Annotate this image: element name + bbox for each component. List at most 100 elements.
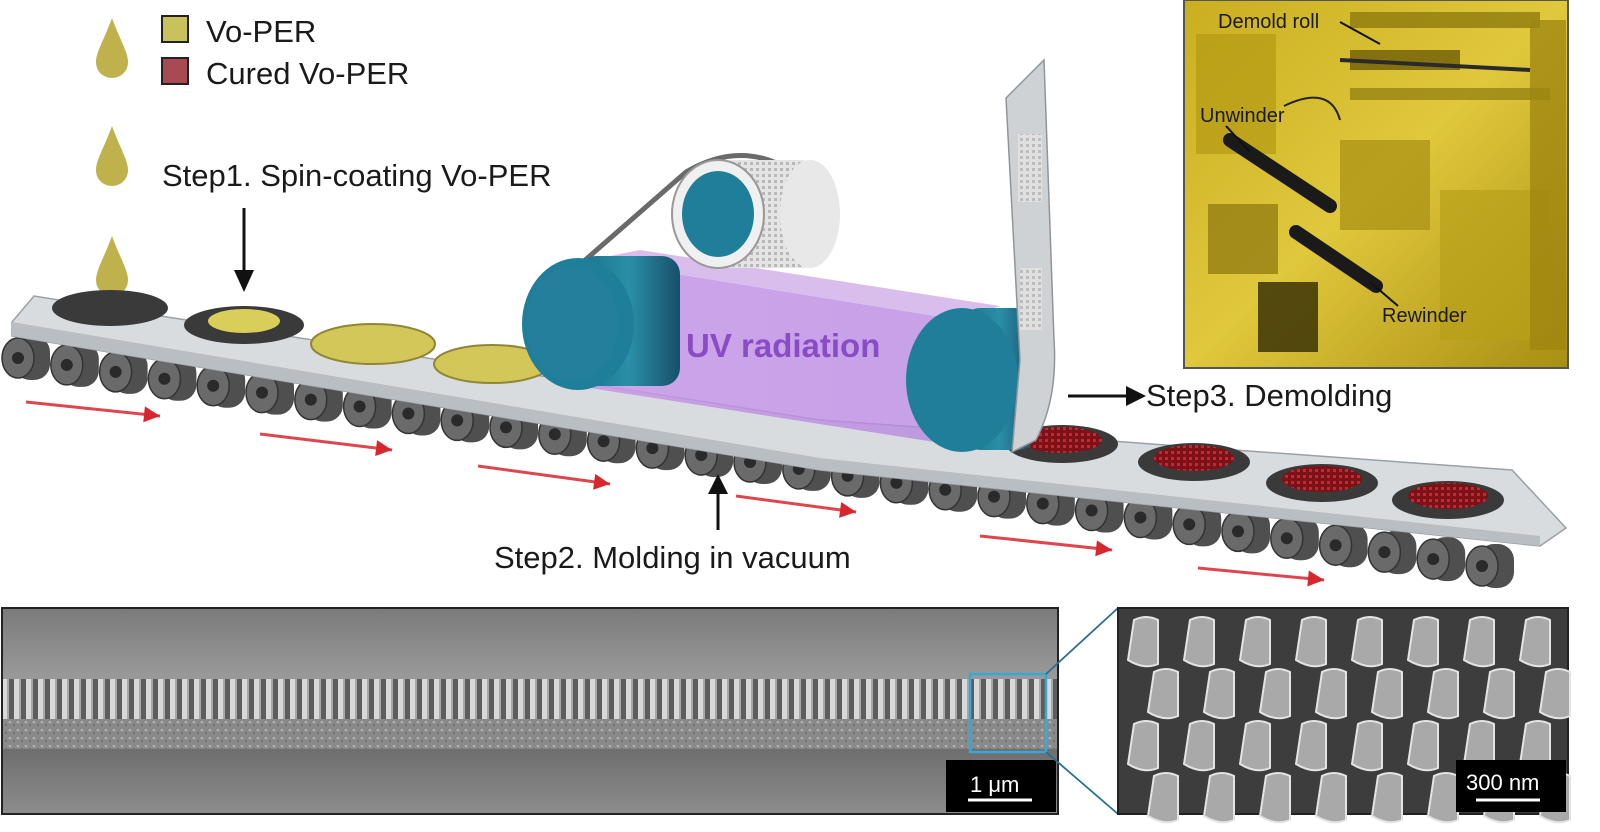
conveyor-roller-hub — [695, 449, 708, 462]
conveyor-roller-hub — [451, 414, 464, 427]
nanopillar — [1350, 616, 1383, 668]
nanopillar — [1146, 668, 1179, 720]
motion-arrows — [25, 400, 1325, 587]
zoom-box — [968, 672, 1048, 754]
left-roller — [522, 256, 680, 390]
cured-pattern — [1022, 427, 1102, 453]
uv-chamber: UV radiation — [590, 250, 1000, 446]
motion-arrowhead-icon — [1095, 540, 1112, 557]
droplet-icon — [96, 126, 128, 186]
scale-bar-right: 300 nm — [1466, 770, 1539, 795]
conveyor-roller-hub — [939, 483, 952, 496]
nanopillar — [1258, 772, 1291, 824]
conveyor-roller-hub — [207, 379, 220, 392]
nanopillar — [1350, 720, 1383, 772]
top-roller — [671, 159, 840, 269]
step2-arrow-icon — [708, 474, 728, 530]
nanopillar — [1482, 668, 1515, 720]
nanopillar — [1294, 720, 1327, 772]
step1-arrow-icon — [234, 208, 254, 292]
nanopillar — [1406, 616, 1439, 668]
resin-droplets — [96, 18, 128, 296]
motion-arrowhead-icon — [375, 440, 392, 457]
nanopillar — [1370, 668, 1403, 720]
demold-film — [1005, 58, 1056, 454]
photo-label-unwinder: Unwinder — [1200, 105, 1285, 127]
wafer-coated — [310, 323, 436, 365]
uv-radiation-label: UV radiation — [686, 327, 880, 364]
nanopillar — [1182, 616, 1215, 668]
nanopillar — [1406, 720, 1439, 772]
step2-label: Step2. Molding in vacuum — [494, 540, 851, 575]
nanopillar — [1518, 616, 1551, 668]
conveyor-roller-hub — [158, 372, 171, 385]
conveyor-roller-hub — [500, 421, 512, 434]
conveyor-roller-hub — [109, 365, 122, 378]
conveyor-roller-hub — [60, 358, 73, 371]
conveyor-roller-hub — [890, 476, 903, 489]
conveyor-roller-hub — [548, 428, 561, 441]
motion-arrowhead-icon — [593, 473, 610, 490]
conveyor-roller-hub — [256, 386, 268, 399]
droplet-icon — [96, 236, 128, 296]
cured-pattern — [1408, 483, 1488, 509]
photo-label-rewinder: Rewinder — [1382, 305, 1467, 327]
motion-arrow-icon — [25, 400, 161, 418]
conveyor-roller-hub — [646, 442, 659, 455]
legend-label-vo-per: Vo-PER — [206, 14, 316, 49]
nanopillar — [1182, 720, 1215, 772]
conveyor-roller-hub — [1036, 497, 1049, 510]
conveyor-roller-hub — [988, 490, 1000, 503]
nanopillar — [1126, 720, 1159, 772]
legend-swatch-vo-per — [161, 15, 189, 43]
step1-label: Step1. Spin-coating Vo-PER — [162, 158, 551, 193]
nanopillar — [1202, 668, 1235, 720]
motion-arrowhead-icon — [839, 501, 856, 518]
cured-pattern — [1154, 445, 1234, 471]
nanopillar — [1238, 720, 1271, 772]
nanopillar — [1426, 668, 1459, 720]
conveyor-roller-hub — [1427, 553, 1440, 566]
nanopillar — [1538, 668, 1571, 720]
nanopillar — [1462, 616, 1495, 668]
legend: Vo-PER Cured Vo-PER — [161, 14, 409, 91]
conveyor-roller-hub — [1134, 511, 1147, 524]
conveyor-roller-hub — [12, 352, 24, 364]
step3-label: Step3. Demolding — [1146, 378, 1392, 413]
nanopillar — [1258, 668, 1291, 720]
conveyor-roller-hub — [1280, 532, 1293, 545]
wafers — [52, 290, 1504, 519]
conveyor-roller-hub — [597, 435, 610, 448]
sem-cross-section: 1 μm — [1, 607, 1059, 815]
scale-bar-left: 1 μm — [970, 772, 1019, 797]
sem-zoom: 300 nm — [1117, 607, 1571, 824]
motion-arrow-icon — [1197, 566, 1325, 582]
wafer-bare — [52, 290, 168, 326]
nanopillar — [1314, 668, 1347, 720]
legend-label-cured: Cured Vo-PER — [206, 56, 409, 91]
motion-arrow-icon — [477, 464, 611, 486]
nanopillar — [1126, 616, 1159, 668]
nanopillar — [1426, 772, 1459, 824]
equipment-photo: Demold roll Unwinder Rewinder — [1183, 0, 1569, 369]
conveyor-roller-hub — [1232, 525, 1244, 538]
conveyor-roller-hub — [402, 407, 415, 420]
nanopillar — [1314, 772, 1347, 824]
nanopillar — [1370, 772, 1403, 824]
nanopillar — [1202, 772, 1235, 824]
zoom-connector — [1045, 607, 1119, 815]
nanopillar — [1294, 616, 1327, 668]
motion-arrowhead-icon — [143, 406, 160, 423]
droplet-icon — [96, 18, 128, 78]
conveyor-roller-hub — [1476, 560, 1488, 572]
conveyor-roller-hub — [1329, 539, 1342, 552]
conveyor-roller-hub — [1378, 546, 1391, 559]
cured-pattern — [1282, 466, 1362, 492]
motion-arrow-icon — [735, 494, 857, 514]
legend-swatch-cured — [161, 57, 189, 85]
motion-arrowhead-icon — [1307, 570, 1324, 587]
nanopillar — [1238, 616, 1271, 668]
photo-label-demold-roll: Demold roll — [1218, 11, 1319, 33]
motion-arrow-icon — [979, 534, 1113, 552]
